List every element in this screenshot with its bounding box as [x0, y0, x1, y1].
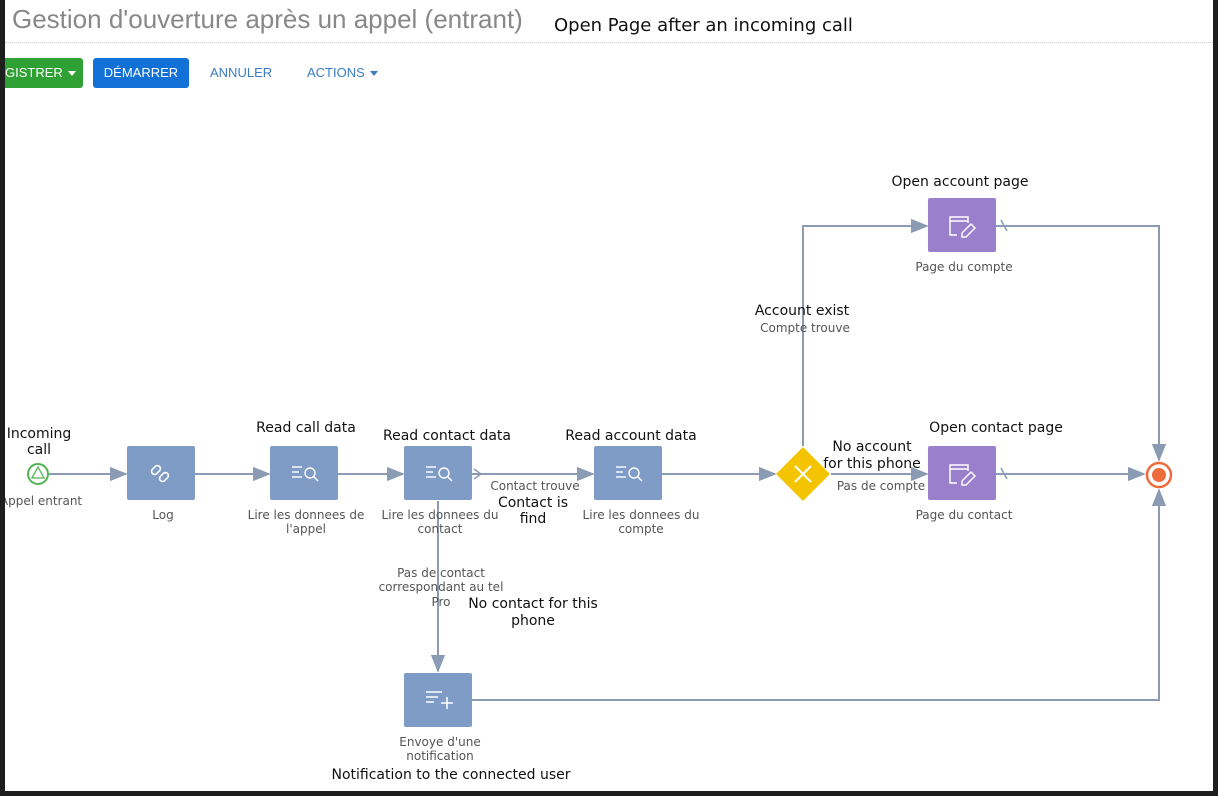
read-account-data-task[interactable] — [594, 446, 662, 500]
chevron-down-icon — [369, 71, 378, 77]
contact-found-annotation-1: Contact is — [498, 495, 568, 511]
open-account-label: Page du compte — [915, 260, 1012, 274]
open-contact-label: Page du contact — [916, 508, 1013, 522]
notification-annotation: Notification to the connected user — [331, 767, 570, 783]
read-data-icon — [426, 466, 453, 482]
no-contact-label-2: correspondant au tel — [379, 580, 504, 594]
edit-page-icon — [949, 216, 977, 238]
end-event[interactable] — [1145, 461, 1173, 489]
default-flow-marker — [473, 468, 483, 480]
flow-tick — [1000, 219, 1008, 232]
notification-task[interactable] — [404, 673, 472, 727]
read-call-data-task[interactable] — [270, 446, 338, 500]
process-designer: Gestion d'ouverture après un appel (entr… — [5, 0, 1213, 791]
no-contact-label-3: Pro — [431, 595, 450, 609]
start-annotation-1: Incoming — [7, 426, 72, 442]
flow-notification-end[interactable] — [472, 488, 1167, 701]
read-account-annotation: Read account data — [565, 428, 696, 444]
read-data-icon — [616, 466, 643, 482]
no-account-annotation-1: No account — [832, 439, 912, 455]
flow-account-exist[interactable] — [802, 218, 929, 446]
notification-label-1: Envoye d'une — [399, 735, 480, 749]
flow-tick — [1000, 467, 1008, 480]
read-contact-label-2: contact — [418, 522, 463, 536]
account-exist-label: Compte trouve — [760, 321, 850, 335]
no-account-annotation-2: for this phone — [823, 456, 921, 472]
contact-found-annotation-2: find — [520, 511, 547, 527]
read-data-icon — [292, 466, 319, 482]
page-title: Gestion d'ouverture après un appel (entr… — [12, 4, 523, 34]
no-contact-annotation-1: No contact for this — [468, 596, 598, 612]
edit-page-icon — [949, 464, 977, 486]
actions-menu-button[interactable]: ACTIONS — [307, 58, 378, 88]
close-x-icon — [794, 465, 812, 483]
start-event-label: Appel entrant — [5, 494, 82, 508]
read-call-annotation: Read call data — [256, 420, 356, 436]
read-contact-annotation: Read contact data — [383, 428, 511, 444]
read-account-label-2: compte — [618, 522, 663, 536]
open-contact-page-task[interactable] — [928, 446, 996, 500]
notification-label-2: notification — [406, 749, 473, 763]
save-button[interactable]: GISTRER — [5, 58, 83, 88]
read-call-label-2: l'appel — [286, 522, 326, 536]
triangle-icon — [30, 465, 46, 479]
open-account-page-task[interactable] — [928, 198, 996, 252]
log-task[interactable] — [127, 446, 195, 500]
cancel-button[interactable]: ANNULER — [210, 65, 273, 80]
page-title-annotation: Open Page after an incoming call — [554, 15, 853, 36]
read-call-label-1: Lire les donnees de — [248, 508, 365, 522]
read-account-label-1: Lire les donnees du — [583, 508, 700, 522]
start-button[interactable]: DÉMARRER — [93, 58, 189, 88]
contact-found-label: Contact trouve — [490, 479, 579, 493]
add-list-icon — [426, 691, 453, 709]
open-account-annotation: Open account page — [891, 174, 1028, 190]
read-contact-data-task[interactable] — [404, 446, 472, 500]
read-contact-label-1: Lire les donnees du — [382, 508, 499, 522]
exclusive-gateway[interactable] — [776, 447, 830, 501]
start-annotation-2: call — [27, 442, 51, 458]
account-exist-annotation: Account exist — [755, 303, 850, 319]
open-contact-annotation: Open contact page — [929, 420, 1063, 436]
no-contact-label-1: Pas de contact — [397, 566, 485, 580]
process-canvas: Incoming call Appel entrant Log Read cal… — [5, 174, 1173, 783]
title-divider — [5, 42, 1213, 43]
start-event[interactable] — [27, 463, 49, 485]
log-task-label: Log — [152, 508, 173, 522]
link-icon — [150, 464, 170, 483]
no-contact-annotation-2: phone — [511, 613, 555, 629]
chevron-down-icon — [67, 71, 76, 77]
flow-account-page-end[interactable] — [996, 225, 1167, 462]
no-account-label: Pas de compte — [837, 479, 925, 493]
